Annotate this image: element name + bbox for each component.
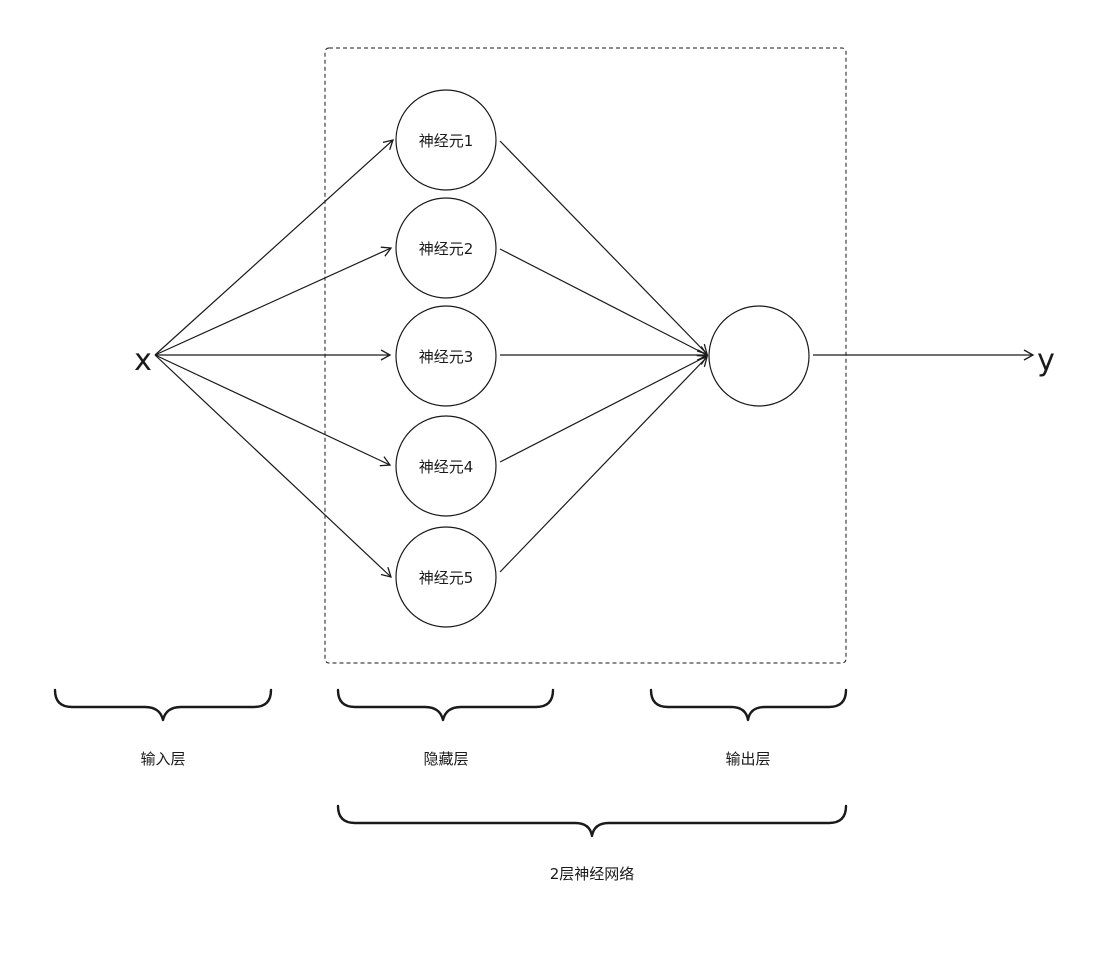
hidden-neuron-2: 神经元2 (395, 197, 497, 299)
hidden-edges (499, 140, 709, 573)
hidden-layer-brace (336, 688, 555, 722)
hidden-neuron-1-label: 神经元1 (419, 132, 474, 150)
edge-neuron4-output (499, 355, 709, 463)
hidden-neuron-2-label: 神经元2 (419, 240, 474, 258)
edge-neuron1-output (499, 140, 708, 355)
output-layer-label: 输出层 (725, 750, 770, 768)
edge-input-neuron1 (154, 139, 394, 356)
input-edges (154, 139, 394, 578)
hidden-neuron-4: 神经元4 (395, 415, 497, 517)
output-neuron (708, 305, 810, 407)
hidden-layer-label: 隐藏层 (423, 750, 468, 768)
edge-input-neuron4 (154, 354, 392, 467)
hidden-neuron-5: 神经元5 (395, 526, 497, 628)
hidden-neuron-3-label: 神经元3 (419, 348, 474, 366)
edge-neuron2-output (499, 248, 709, 356)
edge-input-neuron5 (154, 354, 392, 578)
hidden-neuron-4-label: 神经元4 (419, 458, 474, 476)
hidden-neuron-1: 神经元1 (395, 89, 497, 191)
network-label: 2层神经网络 (550, 865, 635, 883)
input-layer-label: 输入层 (140, 750, 185, 768)
edge-input-neuron2 (154, 246, 393, 356)
input-layer-brace (53, 688, 273, 722)
network-brace (336, 804, 848, 838)
input-label: x (134, 343, 152, 378)
output-label: y (1037, 343, 1055, 378)
edge-neuron5-output (499, 356, 708, 573)
hidden-neuron-3: 神经元3 (395, 305, 497, 407)
output-layer-brace (649, 688, 848, 722)
hidden-neuron-5-label: 神经元5 (419, 569, 474, 587)
